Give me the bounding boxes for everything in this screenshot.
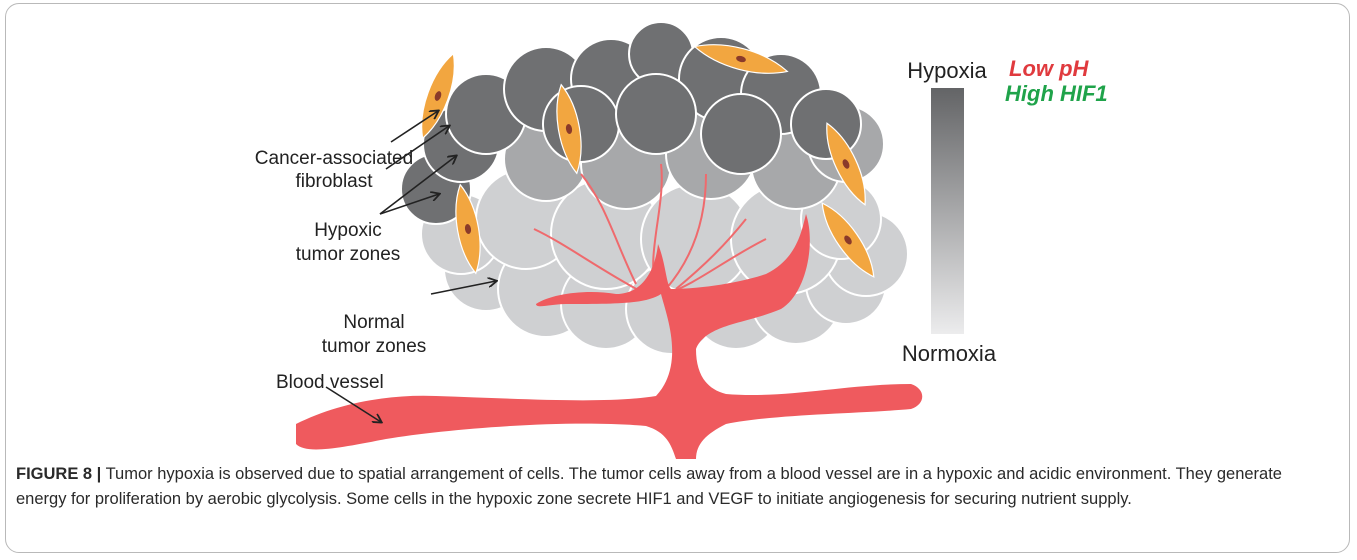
caption-text: Tumor hypoxia is observed due to spatial… [16,465,1282,508]
caf-label-line1: Cancer-associated [255,148,413,169]
low-ph-label: Low pH [1009,56,1090,81]
normal-zones-label-line2: tumor zones [322,336,427,357]
hypoxia-gradient-bar [931,88,964,334]
blood-vessel-label: Blood vessel [276,372,384,393]
normal-zones-label-line1: Normal [343,312,404,333]
caf-label-line2: fibroblast [295,171,373,192]
high-hif1-label: High HIF1 [1005,81,1108,106]
hypoxic-zones-label-line1: Hypoxic [314,220,382,241]
normal-tumor-zone [421,169,908,354]
figure-caption: FIGURE 8 | Tumor hypoxia is observed due… [16,462,1336,512]
figure-label: FIGURE 8 | [16,465,101,483]
hypoxia-scale: Hypoxia Normoxia Low pH High HIF1 [902,56,1108,366]
hypoxia-label: Hypoxia [907,58,987,83]
tumor-hypoxia-diagram: Cancer-associated fibroblast Hypoxic tum… [6,4,1350,459]
hypoxic-zones-label-line2: tumor zones [296,244,401,265]
figure-frame: Cancer-associated fibroblast Hypoxic tum… [5,3,1350,553]
normoxia-label: Normoxia [902,341,997,366]
